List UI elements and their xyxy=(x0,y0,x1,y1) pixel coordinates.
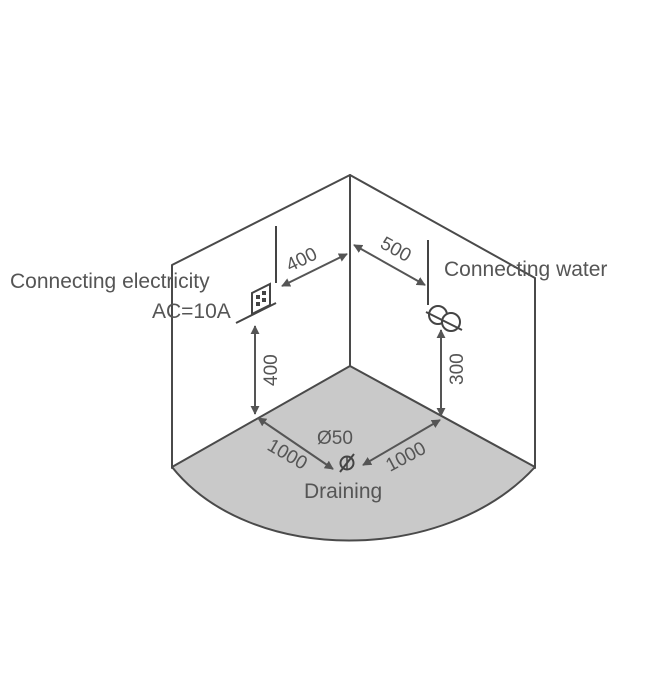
draining-label: Draining xyxy=(304,480,382,503)
electricity-label: Connecting electricity xyxy=(10,270,210,293)
water-label: Connecting water xyxy=(444,258,607,281)
ac-rating-label: AC=10A xyxy=(152,300,231,323)
water-horizontal-dim-line xyxy=(353,244,426,286)
water-valve-icon xyxy=(425,305,463,332)
floor-right-dim-line xyxy=(362,419,441,466)
electrical-socket-icon xyxy=(251,282,271,316)
water-vertical-dim-value: 300 xyxy=(447,353,468,385)
elec-horizontal-dim-line xyxy=(281,253,348,287)
shower-tray-floor xyxy=(171,365,536,542)
floor-left-dim-line xyxy=(257,417,334,470)
drain-icon xyxy=(339,453,355,473)
elec-vertical-dim-value: 400 xyxy=(261,354,282,386)
drain-diameter-value: Ø50 xyxy=(317,428,353,449)
